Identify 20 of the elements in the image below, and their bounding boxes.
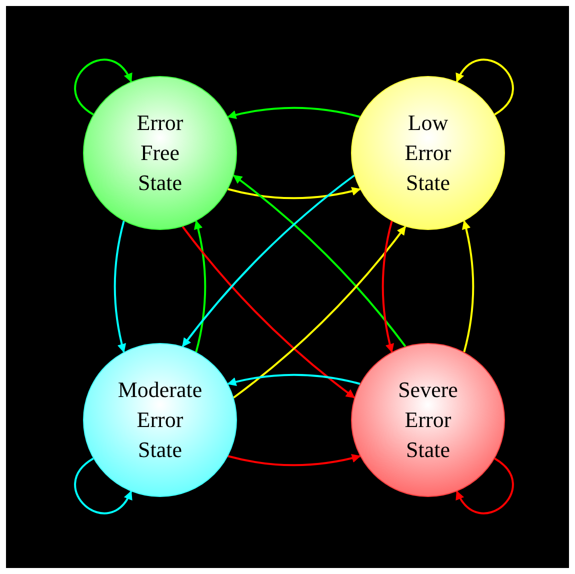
arrow (228, 454, 361, 466)
arrow (382, 220, 394, 353)
arrow (227, 106, 360, 120)
arrow (74, 458, 132, 514)
state-label: Error Free State (136, 109, 184, 197)
arrow (194, 220, 206, 352)
arrow (456, 458, 514, 514)
arrow (233, 226, 406, 398)
arrow (228, 186, 361, 200)
arrow (114, 220, 126, 353)
arrow (182, 226, 356, 398)
arrow (462, 220, 474, 352)
arrow (232, 174, 406, 348)
state-label: Severe Error State (397, 376, 459, 464)
arrow (74, 58, 132, 116)
state-label: Moderate Error State (116, 376, 204, 464)
arrow (456, 58, 514, 116)
arrow (182, 174, 355, 348)
arrow (227, 374, 360, 386)
state-label: Low Error State (404, 109, 452, 197)
